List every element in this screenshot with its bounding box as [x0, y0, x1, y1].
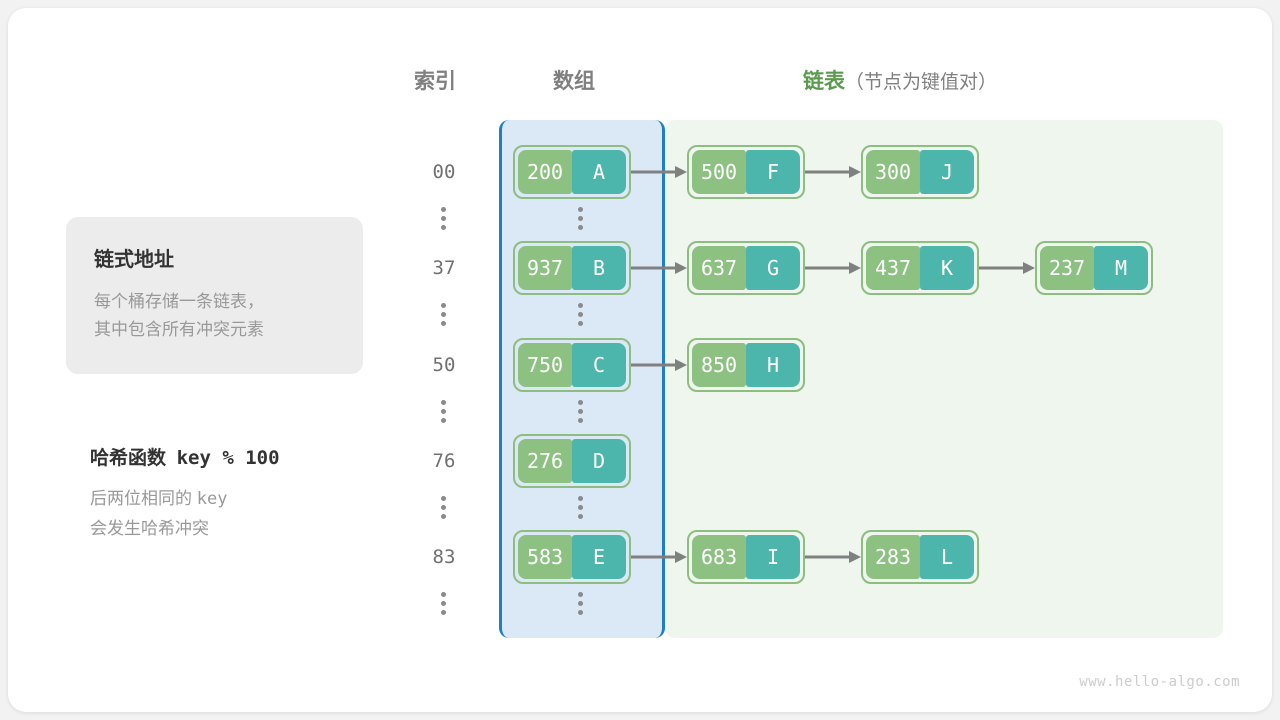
chain-arrow-icon [979, 262, 1035, 274]
node-value: F [746, 150, 800, 194]
column-header-linked-list: 链表（节点为键值对） [803, 65, 997, 95]
node-key: 583 [518, 535, 572, 579]
vertical-ellipsis-icon [441, 496, 446, 519]
hash-function-body: 后两位相同的 key 会发生哈希冲突 [90, 484, 410, 544]
hash-function-line-1-text: 后两位相同的 [90, 489, 192, 508]
bucket-index-83: 83 [432, 546, 456, 568]
node-value: K [920, 246, 974, 290]
bucket-index-50: 50 [432, 354, 456, 376]
node-key: 937 [518, 246, 572, 290]
node-value: L [920, 535, 974, 579]
node-value: J [920, 150, 974, 194]
hash-function-expression: key % 100 [176, 447, 280, 469]
hash-function-label: 哈希函数 [90, 448, 167, 469]
node-value: E [572, 535, 626, 579]
watermark: www.hello-algo.com [1079, 674, 1240, 690]
vertical-ellipsis-icon [441, 303, 446, 326]
node-value: G [746, 246, 800, 290]
chain-arrow-icon [805, 166, 861, 178]
column-header-index: 索引 [414, 70, 456, 93]
node-key: 276 [518, 439, 572, 483]
bucket-index-00: 00 [432, 161, 456, 183]
info-card-chaining: 链式地址 每个桶存储一条链表， 其中包含所有冲突元素 [66, 217, 363, 374]
hash-function-line-1-key: key [196, 489, 228, 509]
vertical-ellipsis-icon [441, 400, 446, 423]
node-key: 237 [1040, 246, 1094, 290]
node-value: C [572, 343, 626, 387]
node-value: M [1094, 246, 1148, 290]
bucket-index-76: 76 [432, 450, 456, 472]
info-card-line-1: 每个桶存储一条链表， [94, 292, 264, 311]
node-value: B [572, 246, 626, 290]
node-value: I [746, 535, 800, 579]
node-value: A [572, 150, 626, 194]
node-key: 637 [692, 246, 746, 290]
chain-arrow-icon [631, 359, 687, 371]
chain-arrow-icon [631, 166, 687, 178]
hash-function-note: 哈希函数 key % 100 后两位相同的 key 会发生哈希冲突 [90, 443, 410, 544]
node-key: 437 [866, 246, 920, 290]
bucket-index-37: 37 [432, 257, 456, 279]
column-header-linked-list-subtitle: （节点为键值对） [845, 72, 998, 93]
vertical-ellipsis-icon [441, 592, 446, 615]
column-header-linked-list-strong: 链表 [803, 70, 845, 93]
node-key: 200 [518, 150, 572, 194]
vertical-ellipsis-icon [578, 303, 583, 326]
vertical-ellipsis-icon [578, 496, 583, 519]
vertical-ellipsis-icon [578, 207, 583, 230]
node-key: 500 [692, 150, 746, 194]
hash-function-title: 哈希函数 key % 100 [90, 443, 410, 470]
chain-arrow-icon [805, 262, 861, 274]
vertical-ellipsis-icon [578, 400, 583, 423]
node-key: 283 [866, 535, 920, 579]
node-key: 683 [692, 535, 746, 579]
node-key: 750 [518, 343, 572, 387]
info-card-body: 每个桶存储一条链表， 其中包含所有冲突元素 [94, 288, 335, 344]
node-value: H [746, 343, 800, 387]
node-value: D [572, 439, 626, 483]
node-key: 850 [692, 343, 746, 387]
node-key: 300 [866, 150, 920, 194]
hash-function-line-1: 后两位相同的 key [90, 484, 410, 514]
vertical-ellipsis-icon [441, 207, 446, 230]
chain-arrow-icon [631, 551, 687, 563]
chain-arrow-icon [805, 551, 861, 563]
hash-function-line-2: 会发生哈希冲突 [90, 519, 209, 538]
info-card-title: 链式地址 [94, 249, 174, 271]
column-header-array: 数组 [553, 70, 595, 93]
chain-arrow-icon [631, 262, 687, 274]
vertical-ellipsis-icon [578, 592, 583, 615]
info-card-line-2: 其中包含所有冲突元素 [94, 320, 264, 339]
